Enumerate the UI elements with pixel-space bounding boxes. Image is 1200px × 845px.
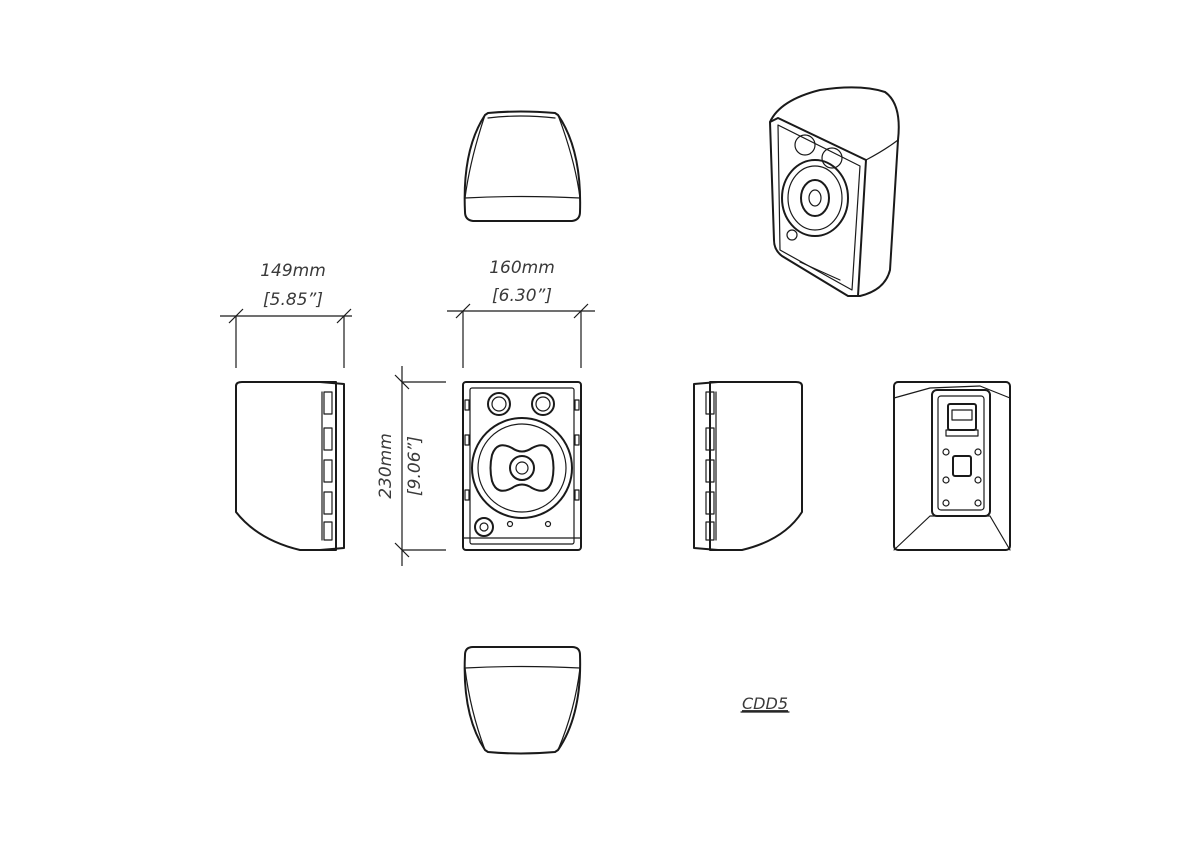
width-imperial-label: [6.30”] — [492, 286, 552, 306]
perspective-view — [769, 86, 900, 297]
right-side-view — [693, 381, 803, 551]
depth-dimension — [220, 308, 352, 368]
front-view — [462, 381, 582, 551]
height-dimension — [394, 366, 446, 566]
depth-imperial-label: [5.85”] — [263, 290, 323, 310]
model-label: CDD5 — [742, 694, 788, 713]
height-imperial-label: [9.06”] — [405, 436, 425, 496]
width-dimension — [447, 303, 595, 368]
height-metric-label: 230mm — [376, 433, 396, 499]
width-metric-label: 160mm — [489, 258, 555, 278]
top-view — [463, 110, 582, 222]
rear-view — [893, 381, 1011, 551]
left-side-view — [235, 381, 345, 551]
depth-metric-label: 149mm — [260, 261, 326, 281]
bottom-view — [463, 646, 582, 755]
